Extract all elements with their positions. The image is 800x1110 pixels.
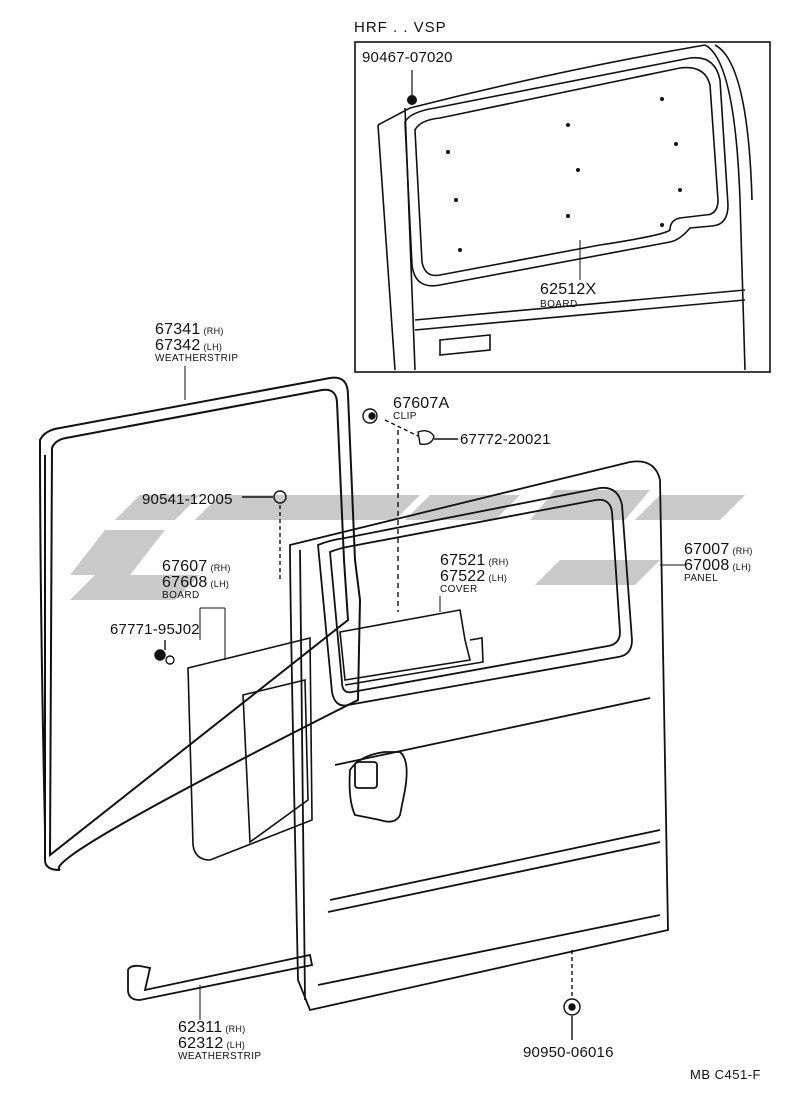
part-62311-side: (RH) — [225, 1024, 246, 1034]
clip-icons — [362, 408, 458, 612]
part-62312-side: (LH) — [226, 1040, 246, 1050]
bracket-67607 — [199, 607, 226, 660]
callout-67607[interactable]: 67607(RH) 67608(LH) BOARD — [162, 559, 231, 601]
part-67608-name: BOARD — [162, 590, 200, 601]
part-67607-side: (RH) — [210, 563, 231, 573]
part-67521-number: 67521 — [440, 552, 486, 569]
part-67772[interactable]: 67772-20021 — [460, 431, 551, 448]
screw-90541-icon — [242, 490, 287, 580]
part-62512-name: BOARD — [540, 299, 578, 310]
part-67008-number: 67008 — [684, 557, 730, 574]
callout-67341[interactable]: 67341(RH) 67342(LH) WEATHERSTRIP — [155, 322, 239, 364]
part-62312-name: WEATHERSTRIP — [178, 1051, 262, 1062]
part-90541[interactable]: 90541-12005 — [142, 491, 233, 508]
part-67342-name: WEATHERSTRIP — [155, 353, 239, 364]
callout-67607A[interactable]: 67607A CLIP — [393, 396, 449, 422]
part-67608-side: (LH) — [210, 579, 230, 589]
weatherstrip-67341 — [38, 376, 362, 871]
diagram-reference-code: MB C451-F — [690, 1067, 761, 1082]
part-67521-side: (RH) — [488, 557, 509, 567]
cover-67521 — [339, 609, 484, 686]
weatherstrip-62311 — [127, 953, 314, 1001]
board-fastener-dots — [446, 97, 682, 252]
part-67342-side: (LH) — [203, 342, 223, 352]
callout-67007[interactable]: 67007(RH) 67008(LH) PANEL — [684, 542, 753, 584]
part-67342-number: 67342 — [155, 337, 201, 354]
inset-header: HRF . . VSP — [354, 19, 447, 36]
part-67008-side: (LH) — [732, 562, 752, 572]
part-67007-side: (RH) — [732, 546, 753, 556]
part-67522-side: (LH) — [488, 573, 508, 583]
part-67607-number: 67607 — [162, 558, 208, 575]
part-67771[interactable]: 67771-95J02 — [110, 621, 200, 638]
inset-box — [354, 41, 771, 373]
part-62512-number: 62512X — [540, 281, 597, 298]
door-panel-67007 — [289, 460, 669, 1012]
part-67522-number: 67522 — [440, 568, 486, 585]
part-67341-side: (RH) — [203, 326, 224, 336]
watermark — [70, 490, 745, 600]
nut-90950-icon — [563, 950, 581, 1040]
part-67608-number: 67608 — [162, 574, 208, 591]
part-62311-number: 62311 — [178, 1019, 223, 1036]
board-67607 — [187, 636, 313, 861]
callout-62512[interactable]: 62512X BOARD — [540, 282, 596, 310]
clip-67771-icon — [154, 640, 175, 665]
part-67341-number: 67341 — [155, 321, 201, 338]
part-90950[interactable]: 90950-06016 — [523, 1044, 614, 1061]
part-90467[interactable]: 90467-07020 — [362, 49, 453, 66]
part-67008-name: PANEL — [684, 573, 719, 584]
callout-67521[interactable]: 67521(RH) 67522(LH) COVER — [440, 553, 509, 595]
part-67607A-number: 67607A — [393, 395, 450, 412]
fastener-90467-icon — [407, 70, 417, 105]
part-67007-number: 67007 — [684, 541, 730, 558]
part-62312-number: 62312 — [178, 1035, 224, 1052]
callout-62311[interactable]: 62311(RH) 62312(LH) WEATHERSTRIP — [178, 1020, 262, 1062]
part-67522-name: COVER — [440, 584, 478, 595]
part-67607A-name: CLIP — [393, 411, 417, 422]
